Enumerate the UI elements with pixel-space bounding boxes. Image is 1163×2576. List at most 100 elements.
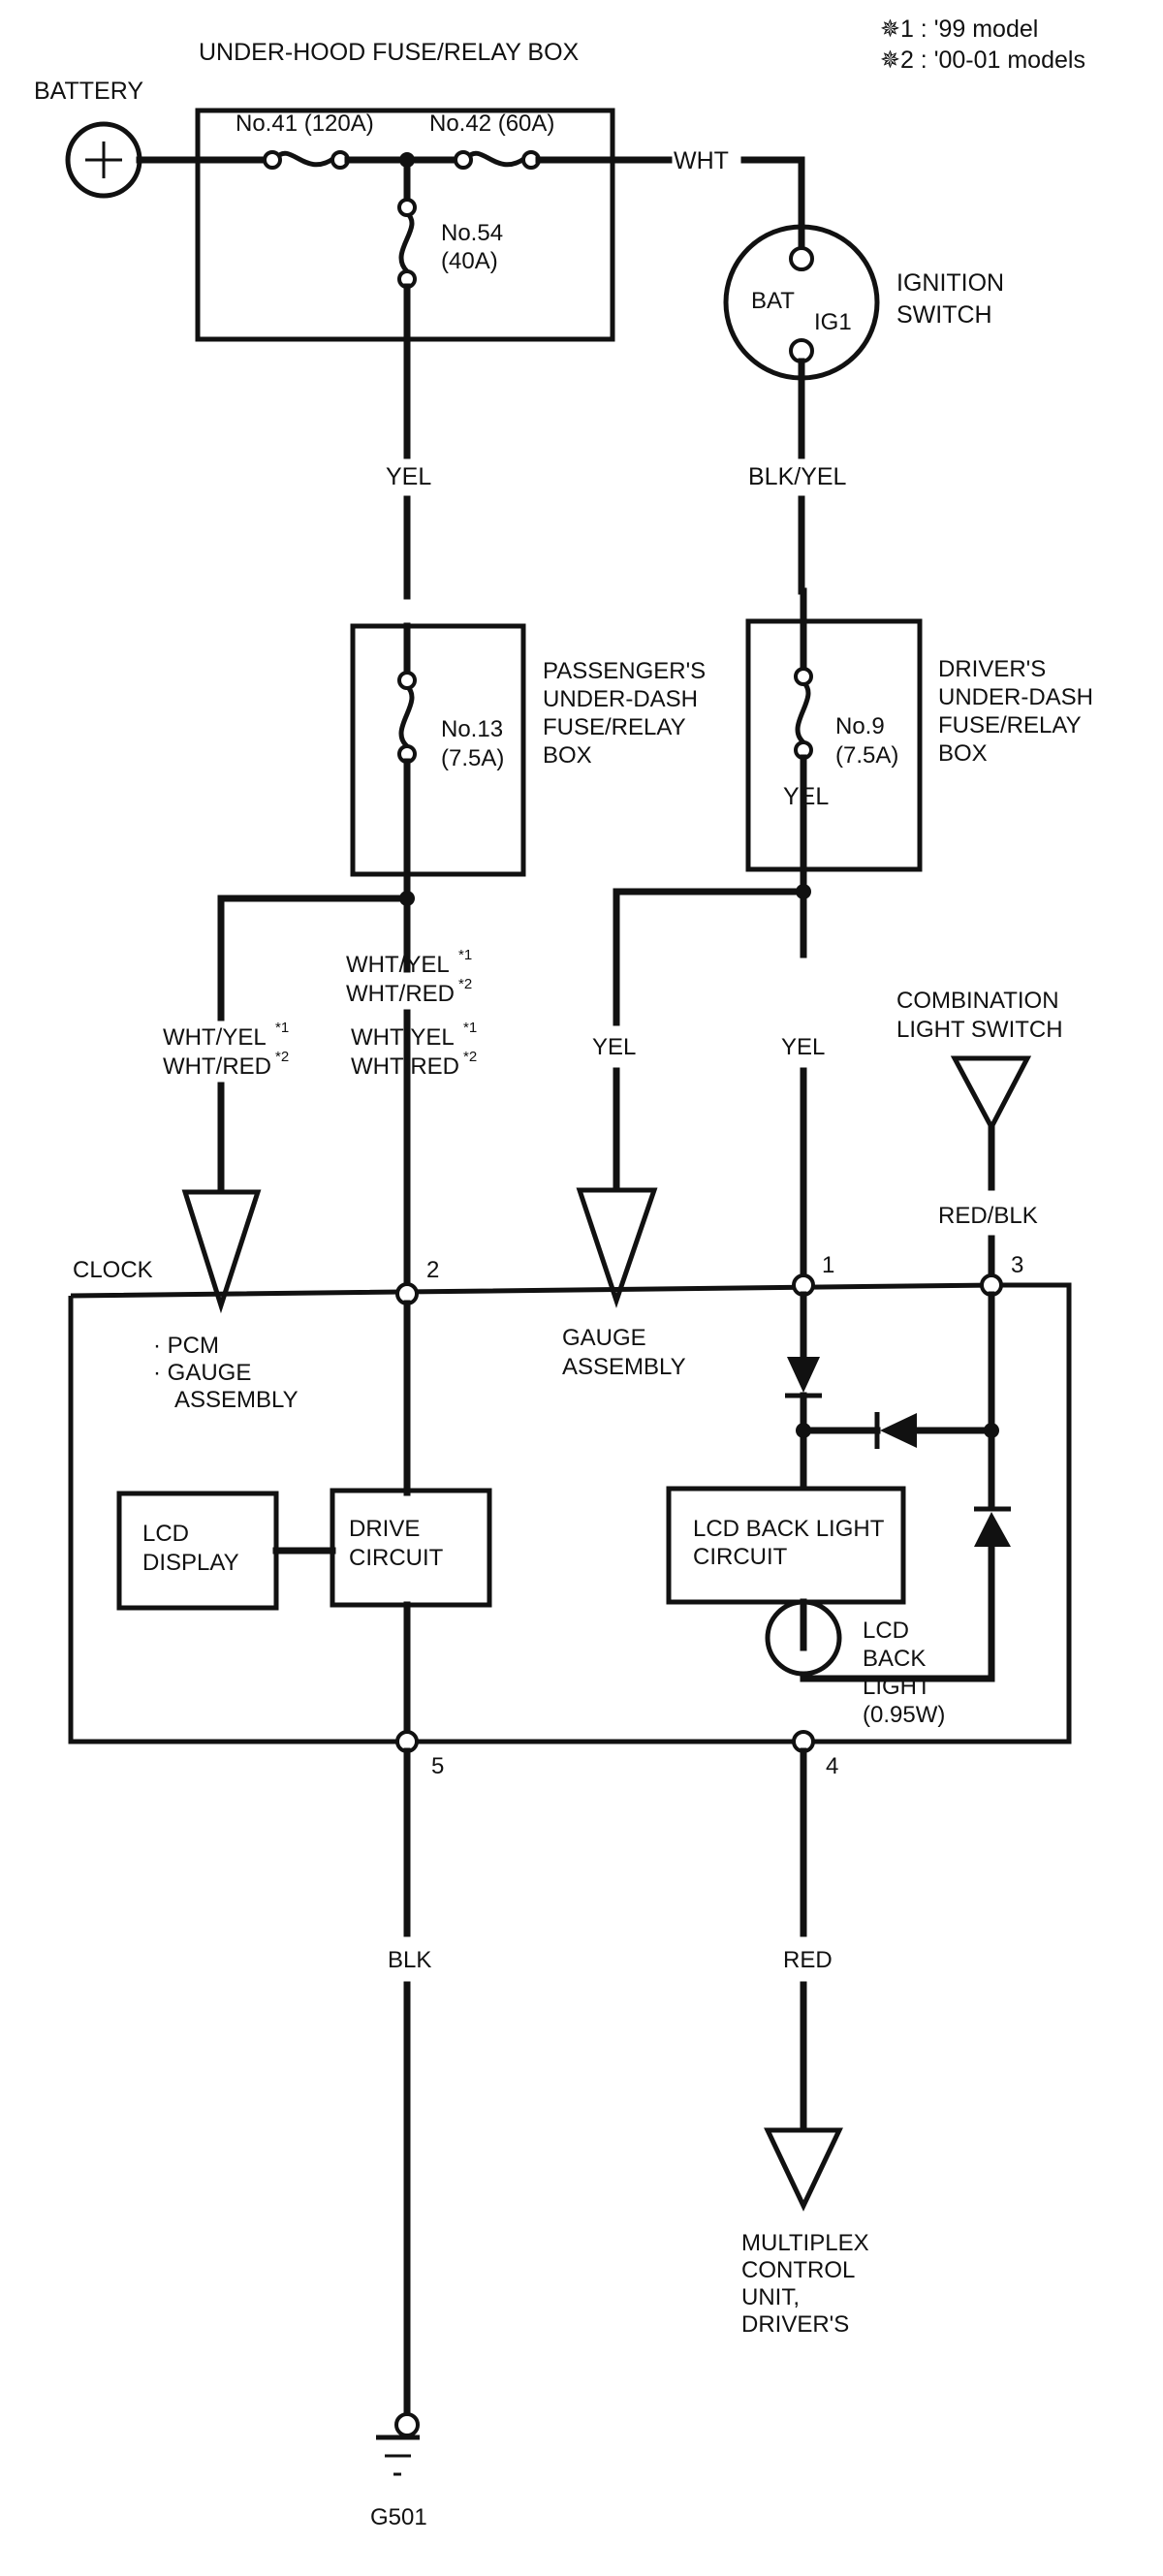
backlight-circuit-box: [666, 1486, 906, 1605]
connector-multiplex-icon: [764, 2127, 843, 2212]
fuse-42-icon: [454, 150, 541, 170]
lcd-backlight-bulb-icon: [765, 1599, 842, 1677]
fuse-13-icon: [397, 671, 417, 764]
lcd-display-label-1: LCD: [142, 1521, 189, 1547]
driver-box-label-4: BOX: [938, 740, 988, 767]
diode-2-icon: [874, 1412, 917, 1449]
driver-fuse-box: [745, 618, 923, 872]
fuse-42-label: No.42 (60A): [429, 110, 554, 137]
fuse-9-label-1: No.9: [835, 713, 885, 739]
passenger-box-label-1: PASSENGER'S: [543, 658, 706, 684]
passenger-box-label-2: UNDER-DASH: [543, 686, 698, 712]
diode-3-icon: [974, 1506, 1011, 1547]
fuse-54-label-2: (40A): [441, 248, 498, 274]
pcm-gauge-label-2: · GAUGE: [153, 1360, 251, 1386]
ignition-switch: [723, 224, 880, 381]
svg-text:WHT/YEL: WHT/YEL: [351, 1024, 455, 1051]
connector-gauge-icon: [576, 1187, 658, 1308]
backlight-label-1: LCD: [863, 1618, 909, 1644]
gauge-label-2: ASSEMBLY: [562, 1354, 686, 1380]
svg-text:WHT/RED: WHT/RED: [346, 981, 455, 1007]
under-hood-box-title: UNDER-HOOD FUSE/RELAY BOX: [199, 39, 580, 66]
fuse-41-icon: [263, 150, 350, 170]
wire-label-red: RED: [783, 1947, 833, 1973]
ignition-label-2: SWITCH: [896, 301, 992, 329]
multiplex-label-2: CONTROL: [741, 2257, 855, 2283]
driver-box-label-2: UNDER-DASH: [938, 684, 1093, 710]
combination-switch-label-2: LIGHT SWITCH: [896, 1017, 1063, 1043]
wire-label-yel-pin1: YEL: [781, 1034, 825, 1060]
drive-circuit-label-2: CIRCUIT: [349, 1545, 444, 1571]
svg-text:WHT/RED: WHT/RED: [351, 1053, 459, 1080]
ignition-pin-bat: BAT: [751, 288, 795, 314]
wire-label-wht-yel-wht-red-upper: WHT/YEL *1 WHT/RED *2: [346, 947, 472, 1007]
junction-dot: [399, 891, 415, 906]
svg-text:*1: *1: [463, 1020, 477, 1036]
svg-text:WHT/RED: WHT/RED: [163, 1053, 271, 1080]
backlight-circuit-label-1: LCD BACK LIGHT: [693, 1516, 885, 1542]
svg-text:*2: *2: [463, 1049, 477, 1065]
fuse-54-icon: [397, 198, 417, 289]
fuse-41-label: No.41 (120A): [236, 110, 374, 137]
svg-text:*2: *2: [458, 976, 472, 992]
backlight-label-4: (0.95W): [863, 1702, 945, 1728]
wire-label-blk-yel: BLK/YEL: [748, 463, 847, 490]
wire-label-wht-yel-wht-red-left: WHT/YEL *1 WHT/RED *2: [163, 1020, 289, 1080]
connector-pcm-gauge-icon: [181, 1189, 262, 1314]
multiplex-label-4: DRIVER'S: [741, 2311, 849, 2338]
junction-dot: [796, 884, 811, 899]
svg-text:WHT/YEL: WHT/YEL: [163, 1024, 267, 1051]
pin-2-label: 2: [426, 1257, 439, 1283]
passenger-box-label-3: FUSE/RELAY: [543, 714, 686, 740]
multiplex-label-1: MULTIPLEX: [741, 2230, 869, 2256]
combination-switch-label-1: COMBINATION: [896, 988, 1059, 1014]
pin-1-label: 1: [822, 1252, 834, 1278]
fuse-13-label-2: (7.5A): [441, 745, 504, 771]
pin-3-label: 3: [1011, 1252, 1023, 1278]
fuse-9-label-2: (7.5A): [835, 742, 898, 769]
drive-circuit-box: [330, 1488, 492, 1608]
passenger-fuse-box: [350, 623, 526, 877]
wire-label-yel-gauge: YEL: [592, 1034, 636, 1060]
fuse-13-label-1: No.13: [441, 716, 503, 742]
footnote-1: ✵1 : '99 model: [880, 16, 1038, 43]
pcm-gauge-label-1: · PCM: [153, 1333, 219, 1359]
backlight-circuit-label-2: CIRCUIT: [693, 1544, 788, 1570]
fuse-54-label-1: No.54: [441, 220, 503, 246]
backlight-label-3: LIGHT: [863, 1674, 931, 1700]
driver-box-label-3: FUSE/RELAY: [938, 712, 1082, 738]
wire-label-wht-yel-wht-red-right: WHT/YEL *1 WHT/RED *2: [351, 1020, 477, 1080]
backlight-label-2: BACK: [863, 1646, 926, 1672]
gauge-label-1: GAUGE: [562, 1325, 646, 1351]
footnote-2: ✵2 : '00-01 models: [880, 47, 1085, 74]
connector-combination-switch-icon: [950, 1055, 1032, 1133]
clock-box: [68, 1282, 1072, 1744]
clock-title: CLOCK: [73, 1257, 153, 1283]
wire-label-yel-driver-out: YEL: [783, 783, 829, 810]
lcd-display-label-2: DISPLAY: [142, 1550, 239, 1576]
svg-text:*1: *1: [275, 1020, 289, 1036]
ignition-pin-ig1: IG1: [814, 309, 852, 335]
fuse-9-icon: [794, 667, 813, 760]
driver-box-label-1: DRIVER'S: [938, 656, 1046, 682]
diode-1-icon: [785, 1357, 822, 1398]
passenger-box-label-4: BOX: [543, 742, 592, 769]
pin-4-label: 4: [826, 1753, 838, 1779]
ground-label: G501: [370, 2504, 427, 2530]
svg-text:WHT/YEL: WHT/YEL: [346, 952, 450, 978]
wire-label-blk: BLK: [388, 1947, 431, 1973]
wire-label-wht: WHT: [674, 147, 729, 174]
drive-circuit-label-1: DRIVE: [349, 1516, 420, 1542]
pcm-gauge-label-3: ASSEMBLY: [174, 1387, 299, 1413]
ground-g501-icon: [376, 2412, 420, 2476]
svg-text:*2: *2: [275, 1049, 289, 1065]
battery-icon: [65, 121, 142, 199]
ignition-label-1: IGNITION: [896, 269, 1004, 297]
wire-label-red-blk: RED/BLK: [938, 1203, 1038, 1229]
battery-label: BATTERY: [34, 78, 143, 105]
multiplex-label-3: UNIT,: [741, 2284, 800, 2310]
pin-5-label: 5: [431, 1753, 444, 1779]
svg-text:*1: *1: [458, 947, 472, 963]
wire-label-yel-top: YEL: [386, 463, 431, 490]
